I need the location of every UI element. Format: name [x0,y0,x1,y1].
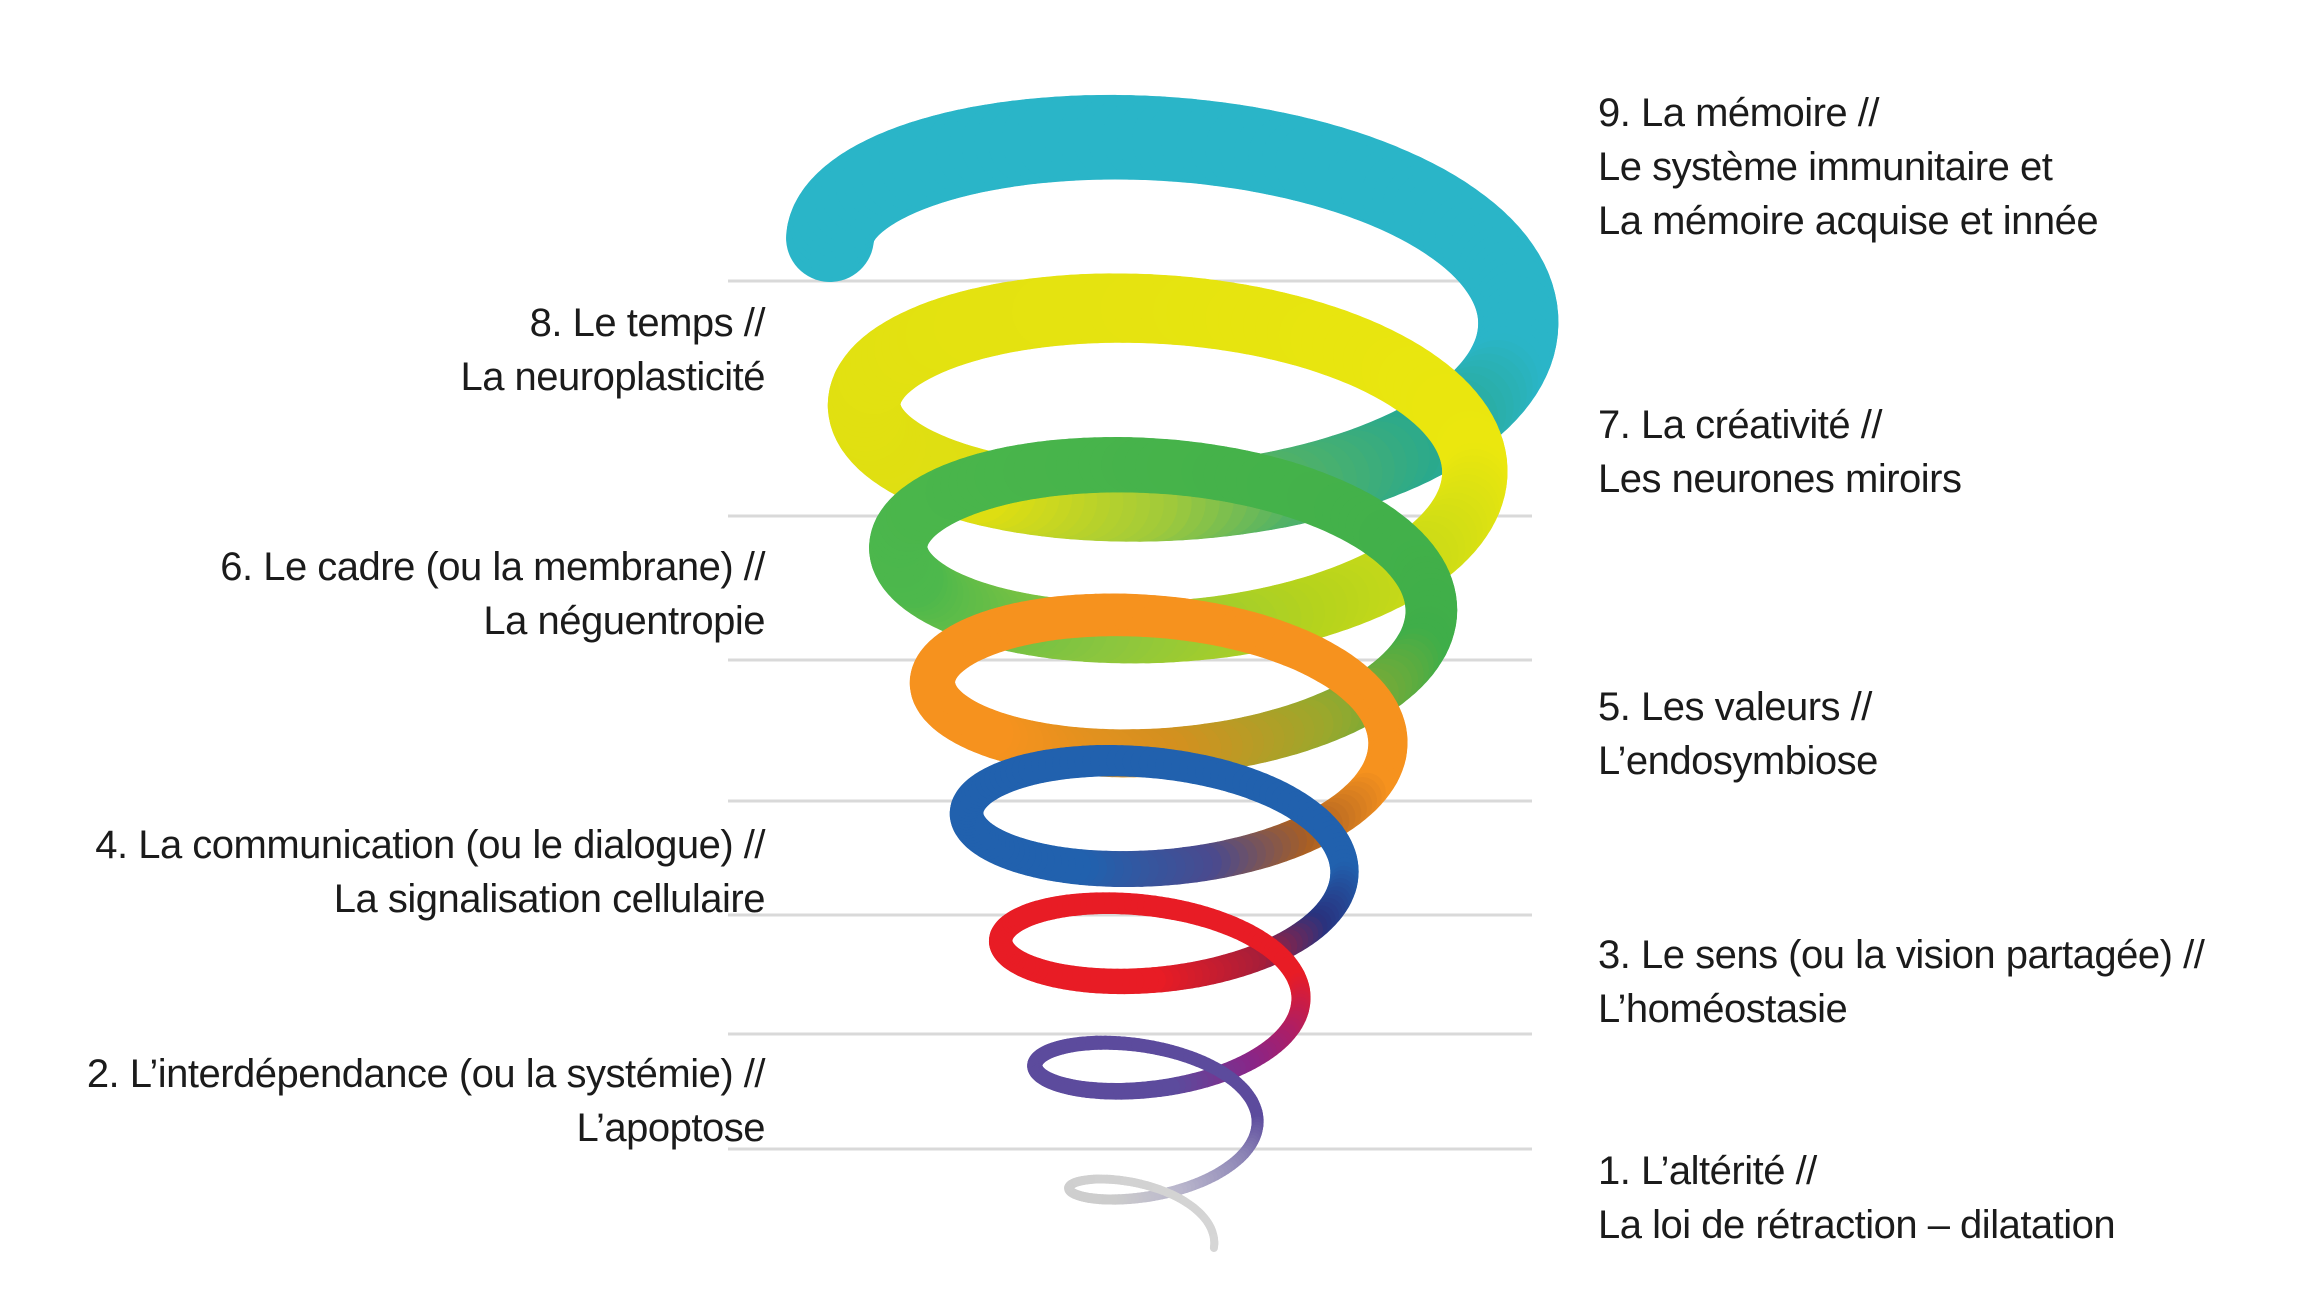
label-line: 8. Le temps // [529,301,766,345]
label-line: Le système immunitaire et [1598,145,2053,189]
spiral-group [786,94,1559,1252]
label-line: La mémoire acquise et innée [1598,199,2099,243]
label-line: La signalisation cellulaire [333,877,766,921]
label-line: 3. Le sens (ou la vision partagée) // [1598,933,2205,977]
label-line: 7. La créativité // [1598,403,1882,447]
label-line: La loi de rétraction – dilatation [1598,1203,2116,1247]
label-line: 6. Le cadre (ou la membrane) // [220,545,765,589]
label-item-4: 4. La communication (ou le dialogue) // … [95,818,765,926]
label-item-8: 8. Le temps // La neuroplasticité [460,296,765,404]
label-line: 9. La mémoire // [1598,91,1880,135]
label-line: L’apoptose [576,1106,765,1150]
label-item-3: 3. Le sens (ou la vision partagée) // L’… [1598,928,2205,1036]
label-line: La neuroplasticité [460,355,765,399]
label-line: L’homéostasie [1598,987,1848,1031]
label-item-5: 5. Les valeurs // L’endosymbiose [1598,680,1878,788]
label-line: 4. La communication (ou le dialogue) // [95,823,765,867]
label-line: 1. L’altérité // [1598,1149,1817,1193]
label-item-2: 2. L’interdépendance (ou la systémie) //… [86,1047,766,1155]
label-item-9: 9. La mémoire // Le système immunitaire … [1598,86,2099,248]
label-item-6: 6. Le cadre (ou la membrane) // La négue… [220,540,765,648]
label-line: 5. Les valeurs // [1598,685,1872,729]
label-item-7: 7. La créativité // Les neurones miroirs [1598,398,1962,506]
label-item-1: 1. L’altérité // La loi de rétraction – … [1598,1144,2116,1252]
label-line: La néguentropie [483,599,765,643]
label-line: L’endosymbiose [1598,739,1878,783]
label-line: 2. L’interdépendance (ou la systémie) // [86,1052,766,1096]
label-line: Les neurones miroirs [1598,457,1962,501]
